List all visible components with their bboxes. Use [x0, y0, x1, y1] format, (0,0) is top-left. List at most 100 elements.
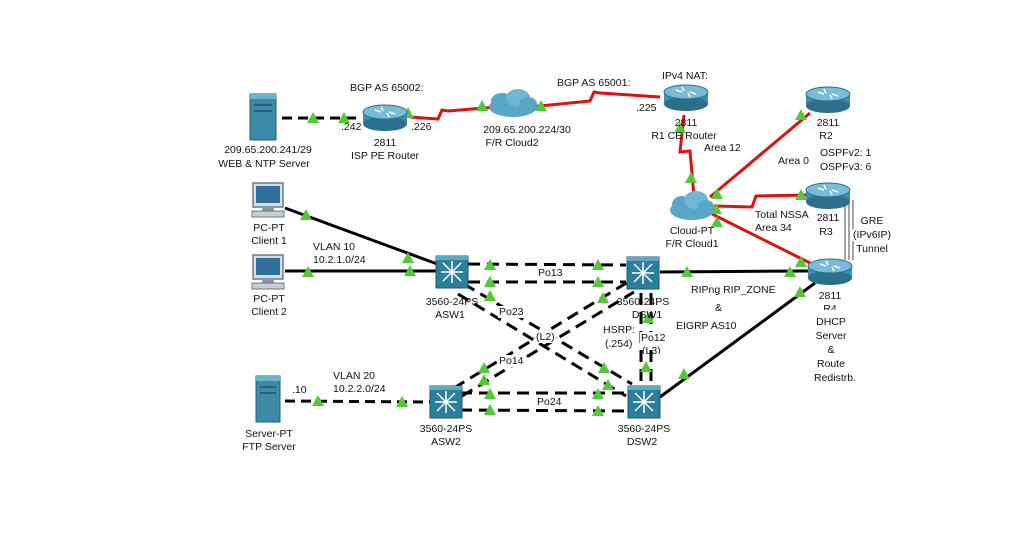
ftp-server-icon[interactable]: [255, 375, 281, 423]
link-ftp-asw2: [284, 399, 431, 404]
dsw1-name: DSW1: [631, 309, 663, 321]
port-status-icon: [795, 109, 807, 120]
link-cloud1-r2: [709, 111, 811, 199]
cloud1-icon[interactable]: [670, 191, 714, 220]
link-dsw2-r4: [659, 281, 816, 399]
isp-bgp-label: BGP AS 65002:: [350, 82, 424, 94]
isp-if-right: .226: [411, 121, 432, 133]
l2-label: (L2): [535, 331, 556, 343]
link-cloud1-r3: [713, 193, 809, 209]
r1-if: .225: [636, 102, 657, 114]
port-status-icon: [404, 265, 416, 276]
port-status-icon: [674, 122, 686, 133]
client2-name: Client 2: [251, 306, 287, 318]
web-server-name: WEB & NTP Server: [218, 158, 310, 170]
r4-amp: &: [826, 344, 836, 356]
cloud2-bgp-label: BGP AS 65001:: [557, 77, 631, 89]
r3-model: 2811: [816, 212, 840, 224]
r3-name: R3: [819, 226, 833, 238]
r1-router-icon[interactable]: [663, 84, 709, 111]
link-cloud1-r4: [711, 212, 811, 265]
port-status-icon: [711, 188, 723, 199]
r3-router-icon[interactable]: [805, 182, 851, 209]
cloud2-icon[interactable]: [489, 89, 537, 117]
gre-label-1: GRE: [859, 215, 885, 227]
asw1-model: 3560-24PS: [425, 296, 479, 308]
po12-label: Po12: [640, 332, 667, 344]
r4-dhcp: DHCP: [815, 316, 847, 328]
web-server-ip: 209.65.200.241/29: [224, 144, 312, 156]
port-status-icon: [592, 276, 604, 287]
port-status-icon: [681, 266, 693, 277]
port-status-icon: [598, 362, 610, 373]
gre-label-2: (IPv6IP): [852, 229, 892, 241]
port-status-icon: [302, 266, 314, 277]
port-status-icon: [794, 286, 806, 297]
r2-model: 2811: [816, 117, 840, 129]
port-status-icon: [640, 361, 652, 372]
r4-router-icon[interactable]: [807, 258, 853, 285]
port-status-icon: [685, 172, 697, 183]
po13-label: Po13: [537, 267, 564, 279]
cloud2-name: F/R Cloud2: [485, 137, 539, 149]
r4-redist: Redistrb.: [812, 372, 858, 384]
web-server-icon[interactable]: [249, 93, 277, 141]
client1-name: Client 1: [251, 235, 287, 247]
r2-ospf1: OSPFv2: 1: [820, 147, 872, 159]
dsw2-name: DSW2: [626, 436, 658, 448]
r1-model: 2811: [674, 117, 698, 129]
client2-type: PC-PT: [253, 293, 285, 305]
hsrp-ip: (.254): [604, 338, 634, 350]
r4-server: Server: [814, 330, 848, 342]
link-po24-b: [459, 408, 629, 413]
port-status-icon: [396, 396, 408, 407]
r4-name: R4: [823, 303, 837, 310]
port-status-icon: [795, 189, 807, 200]
port-status-icon: [484, 259, 496, 270]
eigrp-label: EIGRP AS10: [675, 320, 738, 332]
link-po13-a: [467, 262, 627, 267]
vlan20-net: 10.2.2.0/24: [332, 383, 387, 395]
r1-name: R1 CE Router: [651, 130, 717, 142]
asw1-switch-icon[interactable]: [435, 255, 469, 289]
r2-router-icon[interactable]: [805, 86, 851, 113]
port-status-icon: [642, 312, 654, 323]
link-dsw1-r4: [659, 269, 809, 274]
client1-pc-icon[interactable]: [251, 182, 285, 218]
ftp-if: .10: [292, 384, 307, 396]
port-status-icon: [338, 112, 350, 123]
isp-if-left: .242: [341, 121, 362, 133]
client2-pc-icon[interactable]: [251, 254, 285, 290]
link-po14-b: [461, 290, 635, 398]
gre-label-3: Tunnel: [855, 243, 889, 255]
r2-name: R2: [819, 130, 833, 142]
l3-label: (L3): [642, 345, 661, 354]
nssa-label: Total NSSA: [754, 209, 810, 221]
ftp-type: Server-PT: [245, 428, 293, 440]
ftp-name: FTP Server: [242, 441, 296, 453]
hsrp-label: HSRP:: [602, 324, 637, 336]
port-status-icon: [484, 388, 496, 399]
isp-router-icon[interactable]: [362, 104, 408, 131]
r2-ospf2: OSPFv3: 6: [820, 161, 872, 173]
port-status-icon: [300, 209, 312, 220]
dsw1-switch-icon[interactable]: [626, 256, 660, 290]
vlan20-label: VLAN 20: [332, 370, 377, 382]
po14-label: Po14: [498, 355, 525, 367]
asw2-switch-icon[interactable]: [429, 385, 463, 419]
po23-label: Po23: [498, 306, 525, 318]
vlan10-net: 10.2.1.0/24: [312, 254, 367, 266]
cloud1-type: Cloud-PT: [669, 225, 715, 237]
po24-label: Po24: [536, 396, 563, 408]
dsw2-switch-icon[interactable]: [627, 385, 661, 419]
client1-type: PC-PT: [253, 222, 285, 234]
port-status-icon: [535, 100, 547, 111]
port-status-icon: [602, 379, 614, 390]
port-status-icon: [478, 362, 490, 373]
port-status-icon: [484, 290, 496, 301]
port-status-icon: [402, 252, 414, 263]
port-status-icon: [307, 112, 319, 123]
area34-label: Area 34: [754, 222, 793, 234]
asw2-name: ASW2: [431, 436, 461, 448]
